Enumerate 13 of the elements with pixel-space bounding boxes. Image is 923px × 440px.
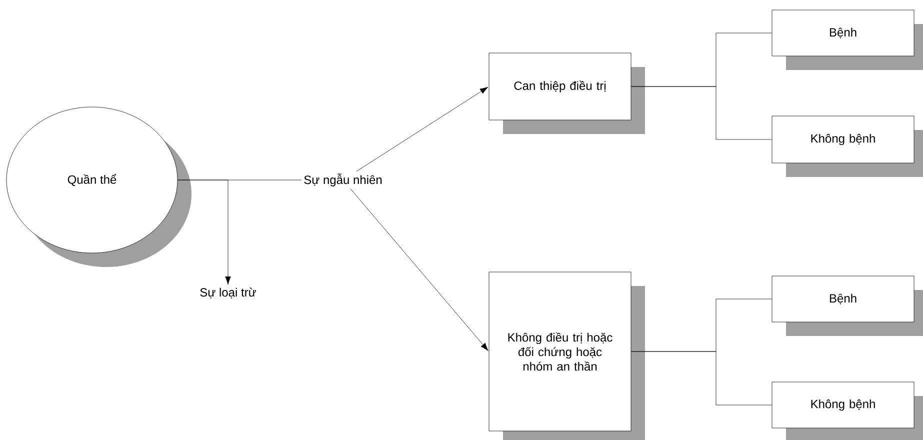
connector	[356, 86, 488, 172]
step-label: Sự loại trừ	[200, 288, 256, 298]
group-box: Bệnh	[772, 10, 923, 70]
group-box: Không bệnh	[772, 116, 923, 177]
connector	[631, 351, 772, 406]
connector	[631, 86, 772, 140]
group-box: Bệnh	[772, 276, 923, 336]
connector	[178, 180, 231, 285]
group-box: Không điều trị hoặc đối chứng hoặc nhóm an thần	[488, 272, 645, 440]
group-box: Can thiệp điều trị	[488, 52, 645, 134]
connector	[350, 188, 488, 351]
step-label: Sự ngẫu nhiên	[304, 174, 382, 186]
group-box: Không bệnh	[772, 382, 923, 440]
